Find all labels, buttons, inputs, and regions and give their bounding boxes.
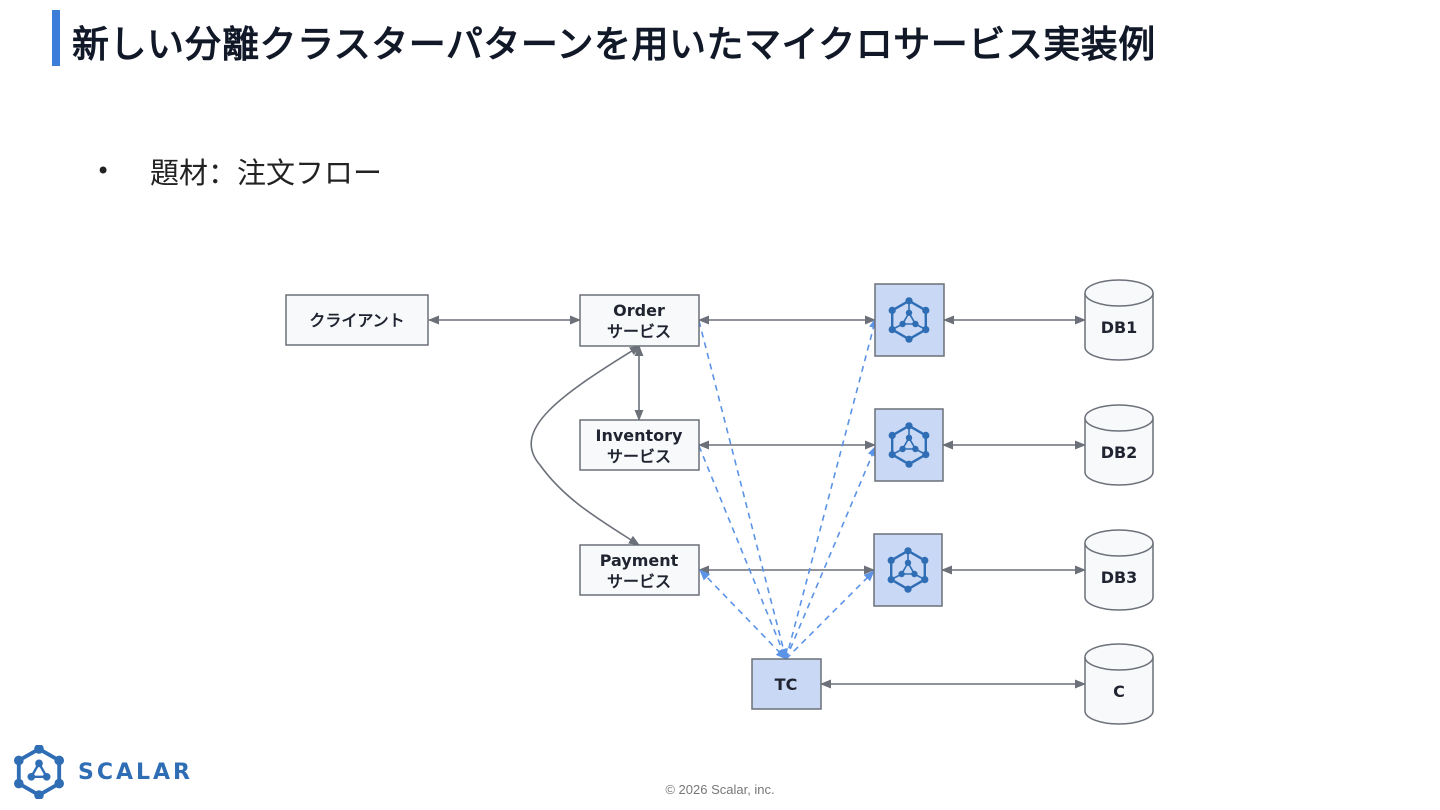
edge-payment-tc bbox=[699, 569, 787, 660]
payment-sublabel: サービス bbox=[607, 572, 671, 591]
bullet-item: • 題材：注文フロー bbox=[96, 150, 382, 192]
scalar-logo: SCALAR bbox=[14, 745, 193, 799]
edge-inventory-tc bbox=[698, 445, 787, 661]
edge-order-tc bbox=[698, 320, 788, 661]
c-cylinder: C bbox=[1084, 643, 1154, 725]
bullet-dot: • bbox=[96, 157, 111, 185]
edge-tc-node1 bbox=[785, 316, 878, 660]
bullet-text: 題材：注文フロー bbox=[150, 156, 383, 190]
brand-name: SCALAR bbox=[78, 759, 194, 785]
db2-cylinder: DB2 bbox=[1084, 404, 1154, 486]
db3-cylinder: DB3 bbox=[1084, 529, 1154, 611]
c-label: C bbox=[1113, 682, 1125, 701]
db2-label: DB2 bbox=[1101, 443, 1138, 462]
payment-label: Payment bbox=[600, 551, 679, 570]
client-node: クライアント bbox=[285, 294, 429, 346]
edge-tc-node2 bbox=[785, 444, 877, 660]
scalar-logo-icon bbox=[14, 745, 64, 799]
tc-label: TC bbox=[775, 675, 798, 694]
order-sublabel: サービス bbox=[607, 322, 671, 341]
order-service-node: Order サービス bbox=[579, 294, 700, 347]
cluster-node-2 bbox=[874, 408, 944, 482]
copyright-footer: © 2026 Scalar, inc. bbox=[665, 782, 775, 797]
inventory-service-node: Inventory サービス bbox=[579, 419, 700, 471]
page-title: 新しい分離クラスターパターンを用いたマイクロサービス実装例 bbox=[72, 23, 1156, 66]
db1-cylinder: DB1 bbox=[1084, 279, 1154, 361]
inventory-sublabel: サービス bbox=[607, 447, 671, 466]
order-label: Order bbox=[613, 301, 665, 320]
title-accent-bar bbox=[52, 10, 60, 66]
edge-order-payment-curve bbox=[530, 345, 641, 546]
payment-service-node: Payment サービス bbox=[579, 544, 700, 596]
edge-tc-node3 bbox=[785, 570, 875, 660]
client-label: クライアント bbox=[309, 311, 404, 330]
cluster-node-1 bbox=[874, 283, 945, 357]
cluster-node-3 bbox=[873, 533, 943, 607]
db1-label: DB1 bbox=[1101, 318, 1138, 337]
tc-node: TC bbox=[751, 658, 822, 710]
inventory-label: Inventory bbox=[596, 426, 684, 445]
db3-label: DB3 bbox=[1101, 568, 1138, 587]
